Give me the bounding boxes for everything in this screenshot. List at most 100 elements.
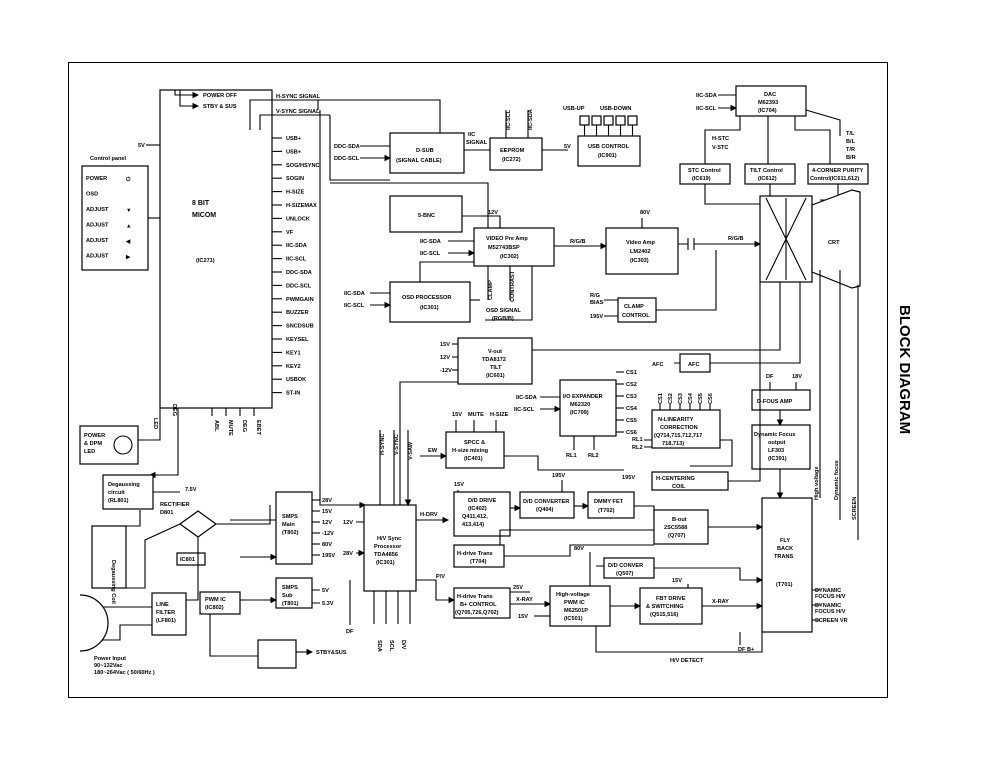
nlin-block [651,409,721,449]
dyn-focus-h-2: FOCUS H/V [815,594,846,600]
control-panel-item[interactable]: ADJUST [86,254,109,260]
osd-iic-scl: IIC-SCL [344,303,365,309]
eeprom-block [489,137,543,171]
io-pin: CS1 [626,370,637,376]
stby-sus-2: STBY&SUS [316,650,347,656]
degauss-3: (RL801) [108,498,129,504]
control-button-icon[interactable]: ⏻ [126,176,131,183]
micom-block [159,89,273,409]
power-input-2: 90~132Vac [94,663,122,669]
h-stc: H-STC [712,136,729,142]
control-panel-item[interactable]: ADJUST [86,238,109,244]
io-iic-sda: IIC-SDA [516,395,537,401]
video-amp-80v: 80V [640,210,650,216]
v15-label: 15V [518,614,528,620]
control-panel-item[interactable]: ADJUST [86,223,109,229]
dac-2: M62393 [758,100,778,106]
micom-pin: PWMGAIN [286,297,314,303]
control-button-icon[interactable]: ▼ [126,208,132,214]
micom-line-3: (IC271) [196,258,215,264]
spcc-block [445,431,505,469]
micom-pin: DDC-SCL [286,283,312,289]
dmy-fet-1: DMMY FET [594,499,624,505]
dd-drive-1: D/D DRIVE [468,498,497,504]
rectifier-bridge [178,510,218,538]
micom-pin: IIC-SCL [286,257,307,263]
usb-port-icon [579,115,590,126]
dfocus-amp-label: D-FOUS AMP [757,399,792,405]
degauss-circuit-block [102,474,154,510]
control-button-icon[interactable]: ▲ [126,224,132,230]
micom-bottom-pin: EBET [255,420,261,436]
hv-pwm-2: PWM IC [564,600,585,606]
bnc-label: 5-BNC [418,213,435,219]
b-out-2: 2SC5588 [664,525,687,531]
video-amp-2: LM2402 [630,249,651,255]
usb-down-label: USB-DOWN [600,106,631,112]
eeprom-5v: 5V [564,144,571,150]
corner-purity-1: 4-CORNER PURITY [812,168,864,174]
h-drive-trans-2: (T704) [470,559,487,565]
osd-signal-2: (RGB/B) [492,316,514,322]
block-diagram-title: BLOCK DIAGRAM [896,305,913,434]
dmy-fet-2: (T702) [598,508,615,514]
h-drive-bplus-3: (Q705,726,Q702) [455,610,499,616]
power-input-1: Power Input [94,656,126,662]
degauss-coil-label: Degaussing Coil [110,560,116,604]
smps-main-3: (T802) [282,530,299,536]
io-pin: CS2 [626,382,637,388]
sda-label: SDA [376,640,382,652]
video-amp-3: (IC303) [630,258,649,264]
micom-pin: DDC-SDA [286,270,312,276]
dd-drive-3: Q411,412, [462,514,488,520]
deg-label: DEG [171,404,177,416]
control-button-icon[interactable]: ▶ [125,254,131,261]
high-voltage-label: High voltage [814,466,820,500]
io-expander-3: (IC709) [570,410,589,416]
hv-sync-1: H/V Sync [377,536,401,542]
osd-2: (IC301) [420,305,439,311]
vout-voltage: -12V [440,368,452,374]
micom-pin: UNLOCK [286,216,310,222]
line-filter-block [151,592,187,636]
dd-conver2-1: D/D CONVER [608,563,643,569]
control-panel-item[interactable]: POWER [86,176,107,182]
usb-control-1: USB CONTROL [588,144,630,150]
diagram-frame [68,62,888,698]
io-expander-block [559,379,617,437]
micom-pin: USB+ [286,136,302,142]
h-drive-bplus-block [453,587,511,619]
control-button-icon[interactable]: ◀ [125,238,131,245]
vout-2: TDA8172 [482,357,506,363]
corner-label: T/L [846,131,855,137]
vout-voltage: 15V [440,342,450,348]
dv-label: D/V [400,640,406,650]
micom-line-2: MICOM [192,212,216,219]
control-panel-item[interactable]: ADJUST [86,207,109,213]
micom-bottom-pin: ABL [213,420,219,432]
b-out-3: (Q707) [668,533,686,539]
tlbr-labels: T/LB/LT/RB/R [846,131,856,161]
v195-bias: 195V [590,314,603,320]
dac-iic-sda: IIC-SDA [696,93,717,99]
corner-label: T/R [846,147,855,153]
v80-label: 80V [574,546,584,552]
io-pin: CS4 [626,406,638,412]
micom-pin: SNCDSUB [286,324,314,330]
v-saw-label: V-SAW [408,441,414,460]
led-icon [113,435,133,455]
v-sync-label: V-SYNC [394,434,400,455]
fbt-drive-3: (Q515,516) [650,612,678,618]
control-panel-item[interactable]: OSD [86,192,98,198]
dyn-focus-2: output [768,440,786,446]
io-pin: CS5 [626,418,637,424]
line-filter-2: FILTER [156,610,175,616]
rg-bias-2: BIAS [590,300,604,306]
dynamic-focus-label: Dynamic focus [834,460,840,500]
usb-port-icon [615,115,626,126]
dd-converter-1: D/D CONVERTER [523,499,569,505]
hv-pwm-4: (IC501) [564,616,583,622]
